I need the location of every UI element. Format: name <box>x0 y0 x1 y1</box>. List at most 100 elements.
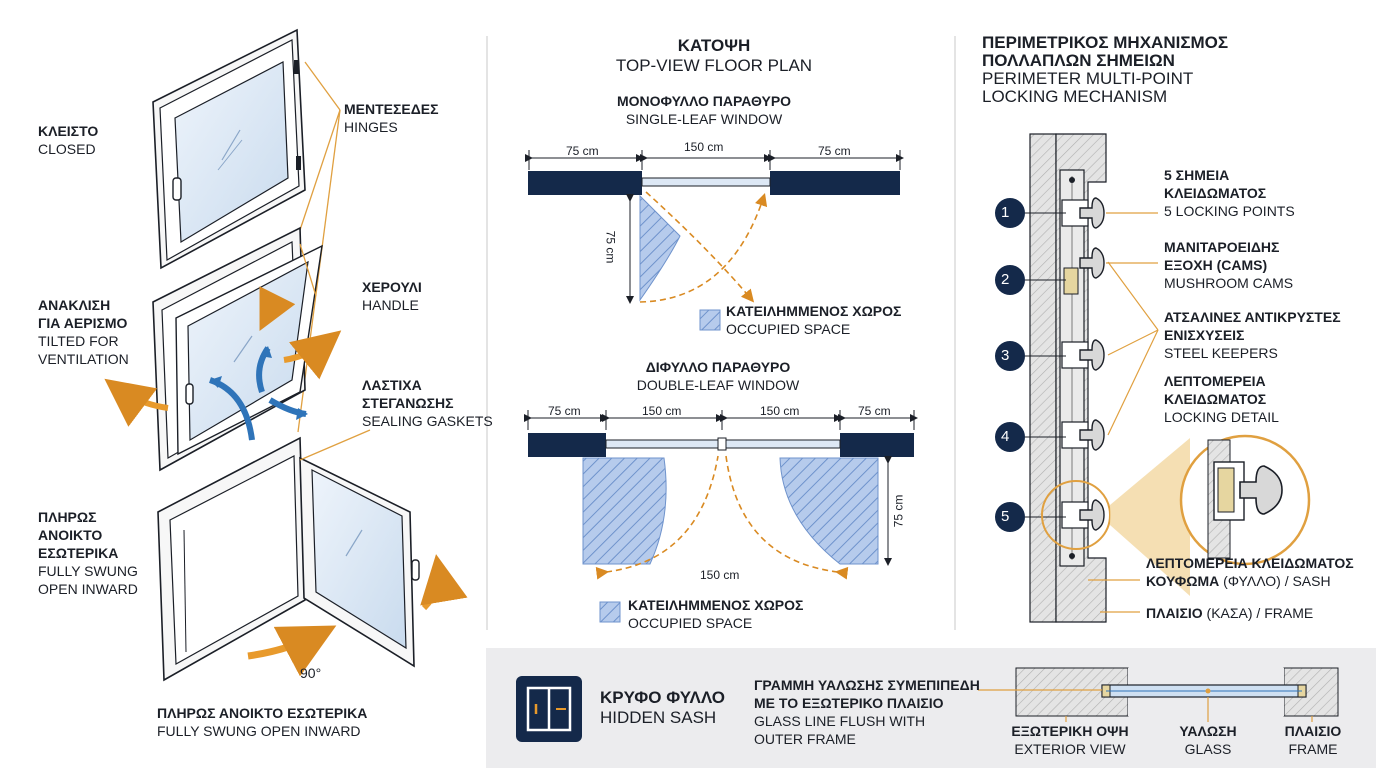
label-cams-gr2: ΕΞΟΧΗ (CAMS) <box>1164 257 1268 273</box>
label-five-gr1: 5 ΣΗΜΕΙΑ <box>1164 167 1230 183</box>
label-detail-gr2: ΚΛΕΙΔΩΜΑΤΟΣ <box>1164 391 1267 407</box>
label-closed-en: CLOSED <box>38 141 96 157</box>
double-legend: ΚΑΤΕΙΛΗΜΜΕΝΟΣ ΧΩΡΟΣ OCCUPIED SPACE <box>628 596 803 632</box>
double-dim-depth: 75 cm <box>891 494 906 528</box>
plan-title-en: TOP-VIEW FLOOR PLAN <box>615 56 813 75</box>
label-glass: ΥΑΛΩΣΗ GLASS <box>1164 722 1252 758</box>
label-closed-gr: ΚΛΕΙΣΤΟ <box>38 123 99 139</box>
label-handle-en: HANDLE <box>362 297 419 313</box>
label-closed: ΚΛΕΙΣΤΟ CLOSED <box>38 122 98 158</box>
double-title-gr: ΔΙΦΥΛΛΟ ΠΑΡΑΘΥΡΟ <box>645 359 791 375</box>
hidden-sash-title: ΚΡΥΦΟ ΦΥΛΛΟ HIDDEN SASH <box>600 688 725 728</box>
label-tilted: ΑΝΑΚΛΙΣΗ ΓΙΑ ΑΕΡΙΣΜΟ TILTED FOR VENTILAT… <box>38 296 129 368</box>
label-five-en: 5 LOCKING POINTS <box>1164 203 1295 219</box>
label-frame-bottom-gr: ΠΛΑΙΣΙΟ <box>1284 723 1342 739</box>
lock-title: ΠΕΡΙΜΕΤΡΙΚΟΣ ΜΗΧΑΝΙΣΜΟΣ ΠΟΛΛΑΠΛΩΝ ΣΗΜΕΙΩ… <box>982 34 1228 106</box>
single-dim-depth: 75 cm <box>603 230 618 264</box>
single-dim-right: 75 cm <box>818 144 851 158</box>
label-open: ΠΛΗΡΩΣ ΑΝΟΙΚΤΟ ΕΣΩΤΕΡΙΚΑ FULLY SWUNG OPE… <box>38 508 138 598</box>
label-frame-bottom: ΠΛΑΙΣΙΟ FRAME <box>1280 722 1346 758</box>
hidden-sash-section <box>1015 667 1339 717</box>
double-dim-bottom: 150 cm <box>700 568 740 582</box>
label-sash-en: / SASH <box>1284 573 1331 589</box>
single-legend-en: OCCUPIED SPACE <box>726 321 851 337</box>
double-title-en: DOUBLE-LEAF WINDOW <box>636 377 800 393</box>
label-detail-2: ΛΕΠΤΟΜΕΡΕΙΑ ΚΛΕΙΔΩΜΑΤΟΣ <box>1146 555 1354 571</box>
label-cams-gr1: ΜΑΝΙΤΑΡΟΕΙΔΗΣ <box>1164 239 1280 255</box>
single-leaf-plan <box>525 150 904 331</box>
label-gaskets-en: SEALING GASKETS <box>362 413 493 429</box>
label-detail-gr1: ΛΕΠΤΟΜΕΡΕΙΑ <box>1164 373 1266 389</box>
label-frame-paren: (ΚΑΣΑ) <box>1206 605 1253 621</box>
plan-title-gr: ΚΑΤΟΨΗ <box>677 36 751 55</box>
label-hinges: ΜΕΝΤΕΣΕΔΕΣ HINGES <box>344 100 439 136</box>
double-leaf-plan <box>524 410 918 623</box>
double-dim-c: 150 cm <box>760 404 800 418</box>
label-frame-en: / FRAME <box>1256 605 1314 621</box>
label-tilted-gr2: ΓΙΑ ΑΕΡΙΣΜΟ <box>38 315 128 331</box>
label-tilted-en1: TILTED FOR <box>38 333 119 349</box>
double-title: ΔΙΦΥΛΛΟ ΠΑΡΑΘΥΡΟ DOUBLE-LEAF WINDOW <box>608 358 828 394</box>
label-glass-en: GLASS <box>1184 741 1232 757</box>
lock-title-en2: LOCKING MECHANISM <box>982 87 1168 106</box>
badge-3: 3 <box>1001 347 1010 364</box>
label-exterior-gr: ΕΞΩΤΕΡΙΚΗ ΟΨΗ <box>1011 723 1129 739</box>
label-glass-gr: ΥΑΛΩΣΗ <box>1179 723 1237 739</box>
single-title-en: SINGLE-LEAF WINDOW <box>625 111 783 127</box>
window-open <box>157 436 468 682</box>
single-legend: ΚΑΤΕΙΛΗΜΜΕΝΟΣ ΧΩΡΟΣ OCCUPIED SPACE <box>726 302 901 338</box>
double-legend-gr: ΚΑΤΕΙΛΗΜΜΕΝΟΣ ΧΩΡΟΣ <box>628 597 804 613</box>
label-handle: ΧΕΡΟΥΛΙ HANDLE <box>362 278 422 314</box>
single-dim-left: 75 cm <box>566 144 599 158</box>
label-glassline: ΓΡΑΜΜΗ ΥΑΛΩΣΗΣ ΣΥΜΕΠΙΠΕΔΗ ΜΕ ΤΟ ΕΞΩΤΕΡΙΚ… <box>754 676 980 748</box>
label-open-gr1: ΠΛΗΡΩΣ <box>38 509 97 525</box>
single-legend-gr: ΚΑΤΕΙΛΗΜΜΕΝΟΣ ΧΩΡΟΣ <box>726 303 902 319</box>
label-keepers-en: STEEL KEEPERS <box>1164 345 1278 361</box>
label-five-gr2: ΚΛΕΙΔΩΜΑΤΟΣ <box>1164 185 1267 201</box>
badge-2: 2 <box>1001 271 1010 288</box>
label-glassline-en2: OUTER FRAME <box>754 731 856 747</box>
label-gaskets: ΛΑΣΤΙΧΑ ΣΤΕΓΑΝΩΣΗΣ SEALING GASKETS <box>362 376 493 430</box>
double-legend-en: OCCUPIED SPACE <box>628 615 753 631</box>
label-gaskets-gr1: ΛΑΣΤΙΧΑ <box>362 377 422 393</box>
label-gaskets-gr2: ΣΤΕΓΑΝΩΣΗΣ <box>362 395 454 411</box>
label-glassline-gr2: ΜΕ ΤΟ ΕΞΩΤΕΡΙΚΟ ΠΛΑΙΣΙΟ <box>754 695 944 711</box>
locking-mechanism <box>995 133 1311 623</box>
label-detail: ΛΕΠΤΟΜΕΡΕΙΑ ΚΛΕΙΔΩΜΑΤΟΣ LOCKING DETAIL <box>1164 372 1279 426</box>
plan-title: ΚΑΤΟΨΗ TOP-VIEW FLOOR PLAN <box>604 36 824 76</box>
single-title: ΜΟΝΟΦΥΛΛΟ ΠΑΡΑΘΥΡΟ SINGLE-LEAF WINDOW <box>594 92 814 128</box>
label-handle-gr: ΧΕΡΟΥΛΙ <box>362 279 422 295</box>
label-open-en1: FULLY SWUNG <box>38 563 138 579</box>
label-sash-gr: ΚΟΥΦΩΜΑ <box>1146 573 1220 589</box>
badge-1: 1 <box>1001 204 1010 221</box>
label-detail-en: LOCKING DETAIL <box>1164 409 1279 425</box>
label-frame: ΠΛΑΙΣΙΟ (ΚΑΣΑ) / FRAME <box>1146 604 1313 622</box>
caption-open-en: FULLY SWUNG OPEN INWARD <box>157 723 361 739</box>
label-open-gr2: ΑΝΟΙΚΤΟ <box>38 527 103 543</box>
label-cams: ΜΑΝΙΤΑΡΟΕΙΔΗΣ ΕΞΟΧΗ (CAMS) MUSHROOM CAMS <box>1164 238 1293 292</box>
label-cams-en: MUSHROOM CAMS <box>1164 275 1294 291</box>
caption-open: ΠΛΗΡΩΣ ΑΝΟΙΚΤΟ ΕΣΩΤΕΡΙΚΑ FULLY SWUNG OPE… <box>157 704 367 740</box>
single-title-gr: ΜΟΝΟΦΥΛΛΟ ΠΑΡΑΘΥΡΟ <box>616 93 792 109</box>
label-glassline-gr1: ΓΡΑΜΜΗ ΥΑΛΩΣΗΣ ΣΥΜΕΠΙΠΕΔΗ <box>754 677 980 693</box>
window-tilted <box>104 226 342 472</box>
label-open-gr3: ΕΣΩΤΕΡΙΚΑ <box>38 545 119 561</box>
label-sash-paren: (ΦΥΛΛΟ) <box>1223 573 1281 589</box>
label-hinges-en: HINGES <box>344 119 398 135</box>
label-keepers-gr1: ΑΤΣΑΛΙΝΕΣ ΑΝΤΙΚΡΥΣΤΕΣ <box>1164 309 1341 325</box>
caption-open-gr: ΠΛΗΡΩΣ ΑΝΟΙΚΤΟ ΕΣΩΤΕΡΙΚΑ <box>157 705 368 721</box>
hidden-sash-en: HIDDEN SASH <box>600 708 717 727</box>
label-glassline-en1: GLASS LINE FLUSH WITH <box>754 713 926 729</box>
label-frame-bottom-en: FRAME <box>1288 741 1338 757</box>
lock-title-en1: PERIMETER MULTI-POINT <box>982 69 1194 88</box>
badge-4: 4 <box>1001 428 1010 445</box>
badge-5: 5 <box>1001 508 1010 525</box>
label-angle: 90° <box>300 665 322 681</box>
label-five-points: 5 ΣΗΜΕΙΑ ΚΛΕΙΔΩΜΑΤΟΣ 5 LOCKING POINTS <box>1164 166 1295 220</box>
hidden-sash-icon <box>516 676 582 742</box>
label-exterior: ΕΞΩΤΕΡΙΚΗ ΟΨΗ EXTERIOR VIEW <box>1008 722 1132 758</box>
single-dim-center: 150 cm <box>684 140 724 154</box>
label-tilted-gr1: ΑΝΑΚΛΙΣΗ <box>38 297 111 313</box>
